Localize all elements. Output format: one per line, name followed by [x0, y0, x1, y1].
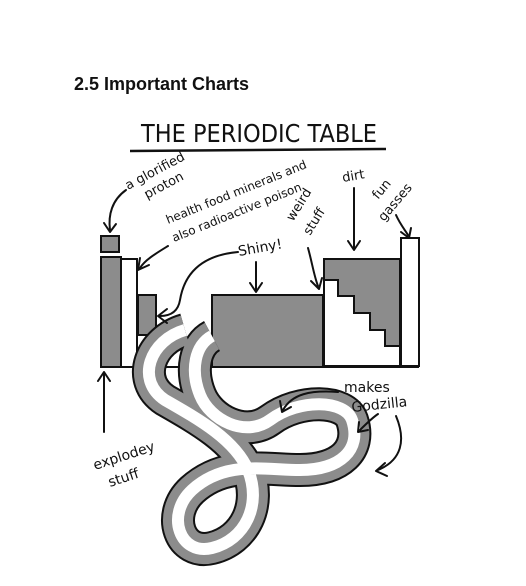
hydrogen-block: [100, 235, 120, 253]
label-explodey-line1: explodey: [91, 439, 157, 474]
title-underline: [129, 147, 387, 153]
godzilla-arrowhead-mid: [357, 421, 369, 433]
godzilla-arrow-right: [377, 415, 403, 471]
section-heading: 2.5 Important Charts: [74, 74, 250, 94]
weird-stuff-arrowhead: [310, 277, 323, 290]
label-dirt: dirt: [341, 167, 366, 186]
health-food-arrow: [139, 245, 169, 269]
diagram-title: THE PERIODIC TABLE: [140, 119, 377, 148]
transition-metals-block: [211, 294, 324, 368]
shiny-arrowhead: [157, 308, 168, 324]
health-food-arrowhead: [137, 257, 150, 271]
shiny-down-arrowhead: [249, 282, 263, 293]
label-explodey-line2: stuff: [106, 466, 141, 491]
weird-stuff-arrow: [307, 247, 319, 287]
fun-gasses-arrowhead: [400, 227, 412, 239]
godzilla-arrowhead-right: [375, 462, 388, 477]
shiny-arrow: [159, 251, 239, 317]
godzilla-tail-inner: [142, 324, 361, 555]
godzilla-arrowhead-left: [279, 400, 292, 413]
label-makes-godzilla-line1: makes: [344, 380, 390, 396]
godzilla-arrow-mid: [359, 413, 379, 431]
fun-gasses-arrow: [395, 214, 409, 236]
proton-arrowhead: [103, 222, 117, 233]
label-shiny: Shiny!: [237, 236, 284, 259]
explodey-arrowhead: [97, 371, 111, 382]
dirt-arrowhead: [347, 240, 361, 251]
proton-arrow: [108, 189, 127, 231]
alkali-column: [100, 256, 122, 368]
label-makes-godzilla-line2: Godzilla: [351, 394, 408, 416]
godzilla-arrow-left: [282, 390, 339, 411]
noble-gas-column: [400, 237, 420, 367]
alkaline-column: [120, 258, 138, 368]
